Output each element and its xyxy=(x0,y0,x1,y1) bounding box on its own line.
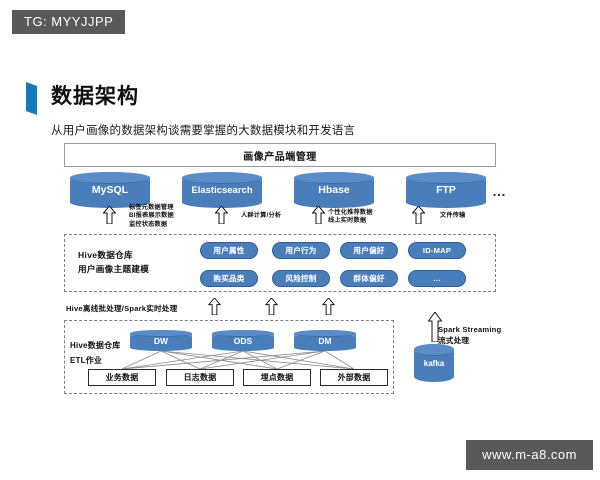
hive-warehouse-label-line1: Hive数据仓库 xyxy=(78,250,133,260)
theme-tag-id-map[interactable]: ID-MAP xyxy=(408,242,466,259)
storage-label-hbase: Hbase xyxy=(318,184,350,196)
annotation-mysql: 标签元数据管理 BI报表展示数据 监控状态数据 xyxy=(129,204,174,228)
page-title: 数据架构 xyxy=(51,85,139,108)
storage-label-ftp: FTP xyxy=(436,184,456,196)
storage-cylinder-hbase: Hbase xyxy=(294,172,374,208)
streaming-label: Spark Streaming 流式处理 xyxy=(438,325,502,345)
up-arrow-icon-elasticsearch xyxy=(215,206,228,224)
theme-tag-user-behavior[interactable]: 用户行为 xyxy=(272,242,330,259)
source-box-external-data[interactable]: 外部数据 xyxy=(320,369,388,386)
storage-label-mysql: MySQL xyxy=(91,184,129,196)
accent-bar-icon xyxy=(26,82,37,115)
source-box-business-data[interactable]: 业务数据 xyxy=(88,369,156,386)
page-subtitle: 从用户画像的数据架构谈需要掌握的大数据模块和开发语言 xyxy=(51,125,356,137)
storage-cylinder-mysql: MySQL xyxy=(70,172,150,208)
processing-label: Hive离线批处理/Spark实时处理 xyxy=(66,304,178,313)
etl-label-line1: Hive数据仓库 xyxy=(70,341,121,350)
up-arrow-icon-batch-3 xyxy=(322,298,335,315)
storage-cylinder-elasticsearch: Elasticsearch xyxy=(182,172,262,208)
up-arrow-icon-streaming xyxy=(428,312,442,342)
hive-warehouse-label-line2: 用户画像主题建模 xyxy=(78,264,150,275)
source-box-tracking-data[interactable]: 埋点数据 xyxy=(243,369,311,386)
up-arrow-icon-batch-1 xyxy=(208,298,221,315)
site-watermark: www.m-a8.com xyxy=(466,440,593,470)
up-arrow-icon-ftp xyxy=(412,206,425,224)
etl-cylinder-ods: ODS xyxy=(212,330,274,351)
storage-cylinder-ftp: FTP xyxy=(406,172,486,208)
source-box-log-data[interactable]: 日志数据 xyxy=(166,369,234,386)
queue-label-kafka: kafka xyxy=(423,358,445,368)
annotation-hbase: 个性化推荐数据 线上实时数据 xyxy=(328,209,373,225)
title-row: 数据架构 xyxy=(26,82,566,115)
storage-ellipsis: … xyxy=(492,183,508,199)
product-layer-box: 画像产品端管理 xyxy=(64,143,496,167)
up-arrow-icon-batch-2 xyxy=(265,298,278,315)
etl-label-dm: DM xyxy=(318,335,332,346)
theme-tag-user-attribute[interactable]: 用户属性 xyxy=(200,242,258,259)
etl-cylinder-dm: DM xyxy=(294,330,356,351)
theme-tag-risk-control[interactable]: 风险控制 xyxy=(272,270,330,287)
up-arrow-icon-mysql xyxy=(103,206,116,224)
tg-badge: TG: MYYJJPP xyxy=(12,10,126,34)
etl-connector-lines xyxy=(121,350,355,370)
slide-header: 数据架构 从用户画像的数据架构谈需要掌握的大数据模块和开发语言 xyxy=(26,82,566,138)
annotation-elasticsearch: 人群计算/分析 xyxy=(241,212,282,219)
theme-tag-more[interactable]: … xyxy=(408,270,466,287)
storage-label-elasticsearch: Elasticsearch xyxy=(191,184,253,196)
annotation-ftp: 文件传输 xyxy=(440,212,466,219)
etl-label-line2: ETL作业 xyxy=(70,356,103,366)
theme-tag-purchase-category[interactable]: 购买品类 xyxy=(200,270,258,287)
hive-warehouse-label: Hive数据仓库 用户画像主题建模 xyxy=(78,248,149,276)
queue-cylinder-kafka: kafka xyxy=(414,344,454,382)
up-arrow-icon-hbase xyxy=(312,206,325,224)
etl-panel-label: Hive数据仓库 ETL作业 xyxy=(70,338,121,368)
etl-label-ods: ODS xyxy=(233,335,253,346)
etl-label-dw: DW xyxy=(153,335,169,346)
theme-tag-user-preference[interactable]: 用户偏好 xyxy=(340,242,398,259)
etl-cylinder-dw: DW xyxy=(130,330,192,351)
theme-tag-group-preference[interactable]: 群体偏好 xyxy=(340,270,398,287)
